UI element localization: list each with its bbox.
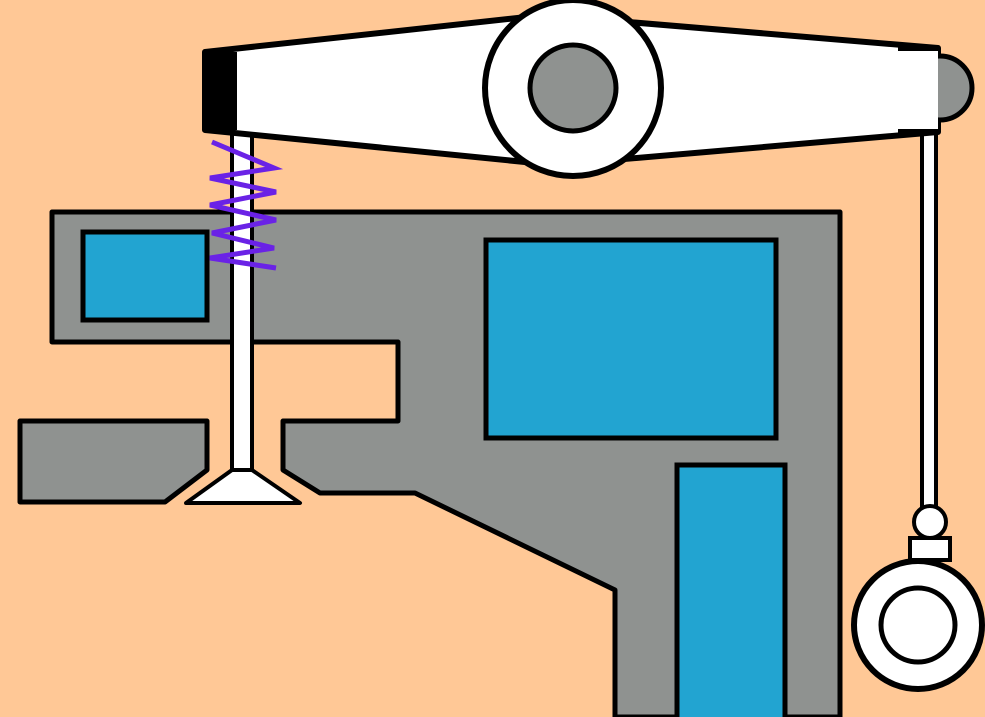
valve-head: [184, 468, 302, 505]
rocker-end-cap: [898, 48, 938, 132]
rocker-pivot-shaft: [527, 42, 619, 134]
follower-neck: [908, 536, 952, 562]
water-jacket-main: [483, 237, 779, 441]
water-jacket-lower: [674, 462, 788, 717]
follower-ball: [912, 504, 948, 540]
camshaft-inner: [878, 585, 958, 665]
water-jacket-left: [80, 229, 210, 323]
rocker-end-outline: [898, 45, 938, 135]
valve-spring: [209, 139, 284, 271]
valve-stem: [230, 126, 254, 475]
pushrod: [920, 126, 938, 520]
intake-port-wall: [17, 418, 210, 505]
rocker-tip-pad: [205, 52, 237, 130]
